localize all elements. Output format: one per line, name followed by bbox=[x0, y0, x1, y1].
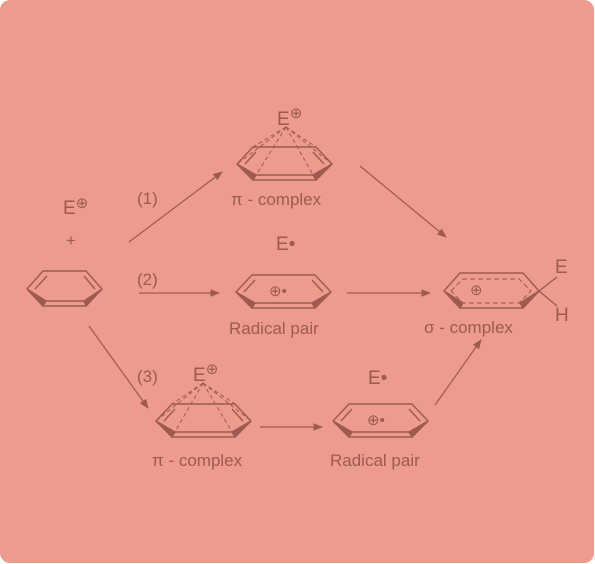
radical-pair-middle-electrophile: E• bbox=[276, 234, 296, 255]
pi-complex-bottom bbox=[155, 382, 252, 439]
arrow-path-3 bbox=[88, 325, 149, 409]
pathway-1-label: (1) bbox=[137, 189, 158, 208]
radical-pair-bottom-charge: ⊕• bbox=[367, 412, 385, 429]
sigma-complex-charge: ⊕ bbox=[470, 282, 483, 299]
pi-complex-top-electrophile: E⊕ bbox=[277, 105, 303, 130]
sigma-complex-substituent-h: H bbox=[555, 305, 569, 326]
pi-complex-bottom-electrophile: E⊕ bbox=[193, 361, 219, 386]
arrow-pi-to-sigma bbox=[359, 165, 447, 238]
pathway-2-label: (2) bbox=[137, 270, 158, 289]
pi-complex-bottom-label: π - complex bbox=[152, 451, 243, 470]
sigma-complex-label: σ - complex bbox=[424, 318, 513, 337]
pi-complex-top bbox=[236, 126, 333, 182]
pathway-3-label: (3) bbox=[137, 367, 158, 386]
electrophile-label: E⊕ bbox=[63, 195, 89, 219]
plus-sign: + bbox=[66, 231, 76, 250]
radical-pair-bottom-ring bbox=[332, 403, 429, 439]
radical-pair-middle-label: Radical pair bbox=[229, 319, 319, 338]
radical-pair-middle-charge: ⊕• bbox=[269, 283, 287, 300]
arrow-radical-to-sigma-bottom bbox=[434, 339, 482, 406]
radical-pair-middle-ring bbox=[235, 274, 332, 310]
sigma-complex-substituent-e: E bbox=[555, 257, 568, 278]
radical-pair-bottom-electrophile: E• bbox=[368, 368, 388, 389]
pi-complex-top-label: π - complex bbox=[231, 190, 322, 209]
benzene-start bbox=[26, 270, 103, 308]
arrow-path-1 bbox=[128, 171, 223, 243]
radical-pair-bottom-label: Radical pair bbox=[330, 451, 420, 470]
sigma-complex-ring bbox=[443, 272, 558, 310]
